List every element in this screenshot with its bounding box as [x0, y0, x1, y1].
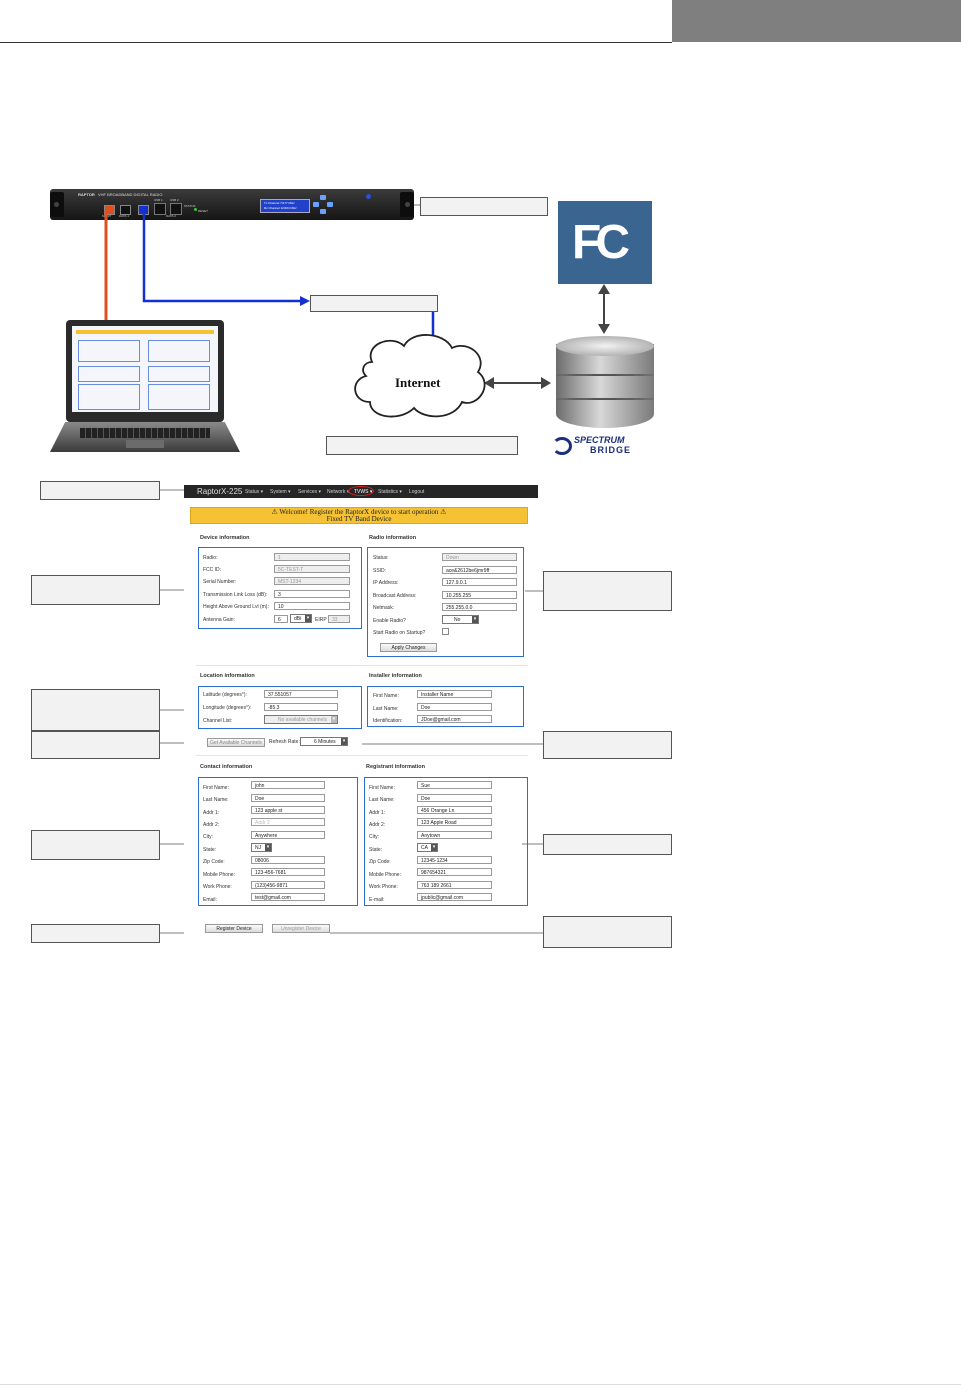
- spectrum-text: SPECTRUM: [574, 435, 625, 445]
- internet-left-arrow-icon: [484, 377, 494, 389]
- spectrum-logo-mark-icon: [552, 437, 572, 455]
- laptop-icon: [50, 320, 240, 455]
- laptop-screen: [72, 326, 218, 412]
- db-right-arrow-icon: [541, 377, 551, 389]
- database-icon: [556, 336, 654, 432]
- callout-radio: [420, 197, 548, 216]
- callout-contact-info: [31, 830, 160, 860]
- callout-refresh-rate: [543, 731, 672, 759]
- data-cable: [144, 211, 300, 301]
- spectrum-bridge-logo: SPECTRUM BRIDGE: [552, 435, 656, 457]
- callout-device-info: [31, 575, 160, 605]
- fcc-up-arrow-icon: [598, 284, 610, 294]
- bridge-text: BRIDGE: [590, 445, 631, 455]
- callout-radio-info: [543, 571, 672, 611]
- fcc-logo-text: FC: [572, 215, 624, 270]
- db-down-arrow-icon: [598, 324, 610, 334]
- callout-channel-list: [31, 731, 160, 759]
- footer-rule: [0, 1384, 961, 1385]
- callout-registrant-info: [543, 834, 672, 855]
- data-cable-arrow-icon: [300, 296, 310, 306]
- callout-register: [31, 924, 160, 943]
- callout-location-info: [31, 689, 160, 731]
- callout-unregister: [543, 916, 672, 948]
- callout-internet-link: [310, 295, 438, 312]
- callout-database: [326, 436, 518, 455]
- internet-label: Internet: [395, 375, 441, 391]
- callout-navbar: [40, 481, 160, 500]
- fcc-logo: FC: [558, 201, 652, 284]
